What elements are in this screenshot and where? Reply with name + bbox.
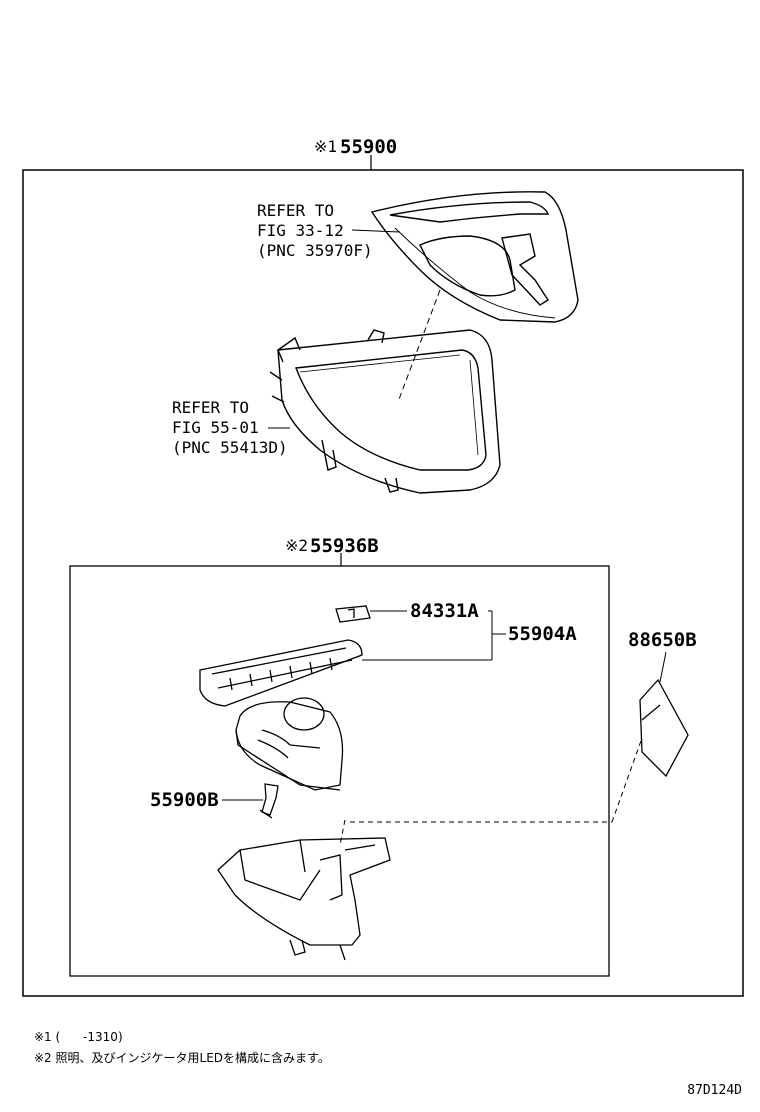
refer-mid-line1: REFER TO — [172, 398, 249, 417]
part-label-84331a[interactable]: 84331A — [410, 600, 479, 622]
refer-top-leader — [351, 229, 401, 233]
refer-top-line3: (PNC 35970F) — [257, 241, 373, 260]
refer-mid-line3: (PNC 55413D) — [172, 438, 288, 457]
subassembly-frame — [69, 565, 610, 977]
part-84331a-clip — [335, 605, 371, 623]
subassembly-part-label[interactable]: 55936B — [310, 535, 379, 557]
assembly-part-label[interactable]: 55900 — [340, 136, 397, 158]
footnote-1: ※1 ( -1310) — [34, 1030, 123, 1044]
subassembly-mark: ※2 — [285, 536, 308, 555]
shift-panel-cover — [370, 191, 579, 323]
refer-mid-line2: FIG 55-01 — [172, 418, 259, 437]
refer-top-line1: REFER TO — [257, 201, 334, 220]
part-88650b-label — [639, 678, 689, 778]
base-frame — [217, 837, 391, 961]
base-dash-leader-a — [339, 819, 346, 846]
part-label-88650b[interactable]: 88650B — [628, 629, 697, 651]
label-88650b-dash-leader — [611, 737, 643, 823]
console-bezel — [269, 329, 501, 494]
part-55900b-clip — [259, 783, 279, 819]
figure-code: 87D124D — [687, 1083, 742, 1098]
leader-88650b — [659, 651, 667, 683]
refer-top-line2: FIG 33-12 — [257, 221, 344, 240]
bracket-55904a — [362, 610, 506, 661]
assembly-mark: ※1 — [314, 137, 337, 156]
part-label-55900b[interactable]: 55900B — [150, 789, 219, 811]
assembly-frame — [22, 169, 744, 997]
footnote-2: ※2 照明、及びインジケータ用LEDを構成に含みます。 — [34, 1051, 330, 1065]
part-55904a-indicator — [199, 639, 363, 707]
cover-dash-leader — [397, 289, 441, 403]
shift-knob-unit — [235, 697, 344, 791]
part-label-55904a[interactable]: 55904A — [508, 623, 577, 645]
